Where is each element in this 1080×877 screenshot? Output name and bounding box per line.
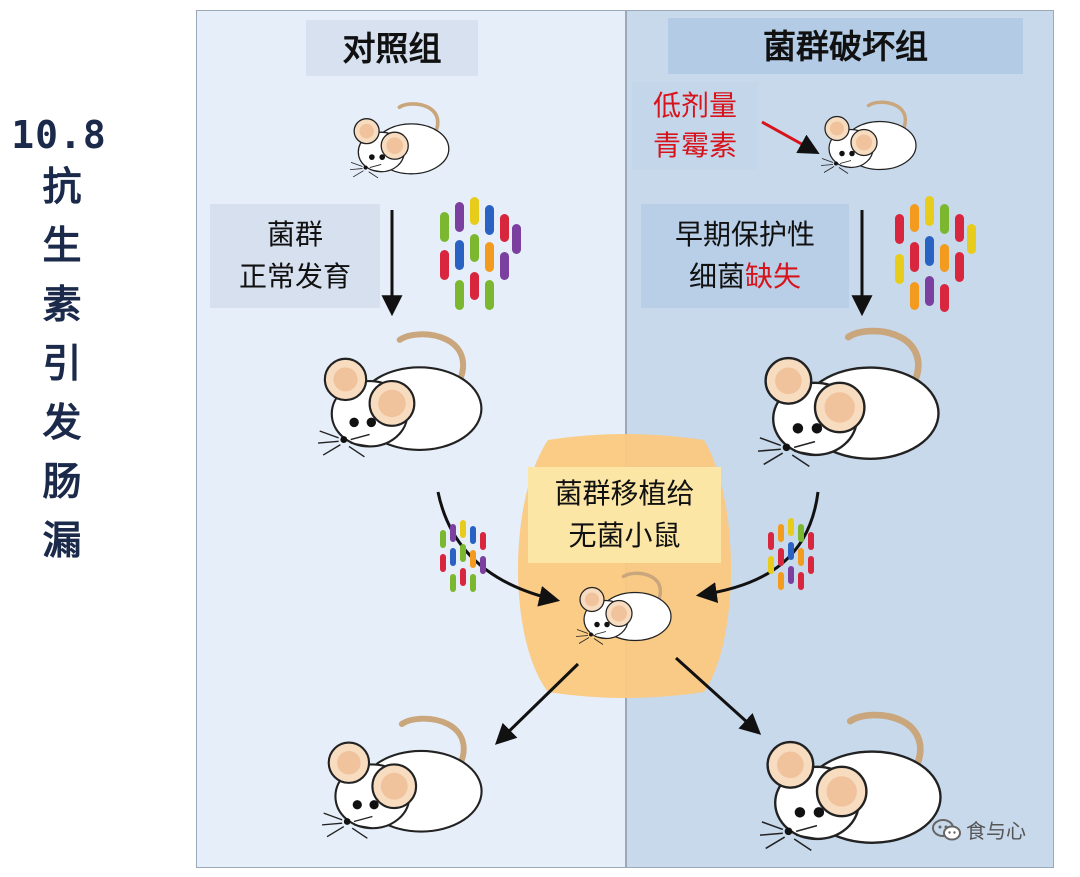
transplant-line1: 菌群移植给 (554, 477, 695, 510)
bacteria-control-small (440, 520, 486, 592)
mouse-treated-young (821, 100, 918, 176)
transplant-label: 菌群移植给 无菌小鼠 (528, 467, 721, 563)
arrow-to-recipient-treated (674, 656, 762, 735)
penicillin-dose-label: 低剂量 青霉素 (632, 82, 758, 170)
protective-bacteria-line2: 细菌缺失 (641, 256, 849, 298)
arrow-to-recipient-control (494, 662, 580, 745)
normal-development-line2: 正常发育 (238, 260, 351, 293)
protective-bacteria-prefix: 细菌 (688, 260, 745, 293)
bacteria-treated-small (768, 518, 814, 590)
side-title-number: 10.8 (11, 113, 107, 157)
side-title-char: 漏 (42, 519, 82, 564)
arrow-penicillin (761, 120, 820, 155)
control-group-title: 对照组 (306, 20, 478, 76)
bacteria-treated-large (895, 196, 976, 312)
mouse-treated-adult (758, 331, 939, 466)
side-title-char: 素 (42, 283, 82, 328)
wechat-icon (932, 818, 961, 840)
protective-bacteria-loss-label: 早期保护性 细菌缺失 (641, 204, 849, 308)
watermark: 食与心 (932, 815, 1026, 844)
disrupted-group-title: 菌群破坏组 (668, 18, 1023, 74)
mouse-recipient-treated (760, 715, 941, 850)
side-title-char: 引 (42, 342, 82, 387)
side-title-char: 生 (42, 224, 82, 269)
arrow-control-to-transplant (436, 491, 561, 607)
side-title-char: 发 (42, 401, 82, 446)
protective-bacteria-line1: 早期保护性 (674, 218, 815, 251)
watermark-text: 食与心 (966, 819, 1026, 843)
side-title-char: 抗 (42, 165, 82, 210)
missing-highlight: 缺失 (745, 260, 802, 293)
normal-development-label: 菌群 正常发育 (210, 204, 380, 308)
mouse-control-young (350, 102, 451, 180)
mouse-recipient-control (322, 719, 482, 839)
penicillin-dose-line2: 青霉素 (652, 129, 737, 162)
mouse-control-adult (318, 334, 481, 456)
penicillin-dose-line1: 低剂量 (652, 89, 737, 122)
transplant-line2: 无菌小鼠 (568, 519, 681, 552)
side-title-char: 肠 (42, 460, 82, 505)
normal-development-line1: 菌群 (266, 218, 323, 251)
side-title: 10.8 抗 生 素 引 发 肠 漏 (11, 112, 110, 571)
bacteria-control-large (440, 197, 521, 310)
